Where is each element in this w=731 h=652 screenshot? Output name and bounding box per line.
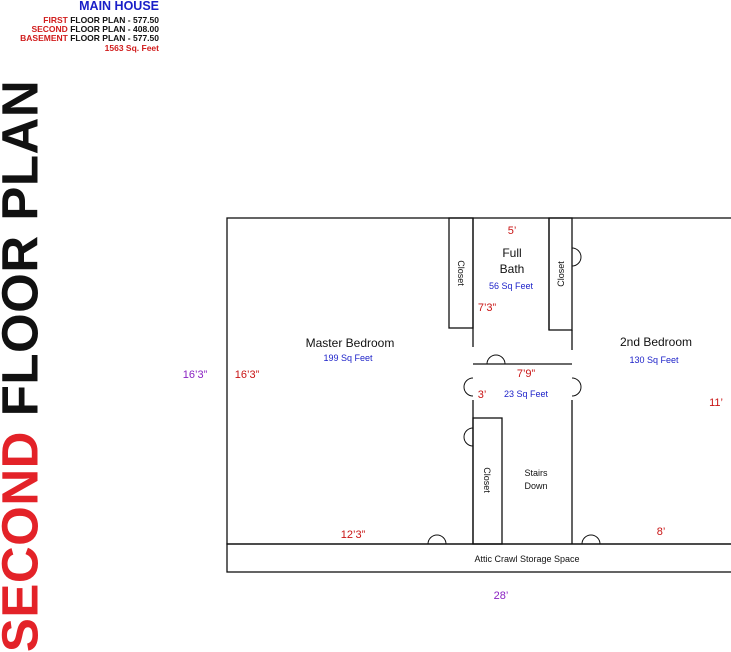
closet-stairs — [472, 417, 503, 545]
dim-bath-width: 5’ — [508, 225, 517, 237]
label-attic: Attic Crawl Storage Space — [474, 554, 579, 564]
door-closet-bath[interactable] — [571, 247, 582, 267]
dim-second-width: 8’ — [657, 526, 666, 538]
outer-wall — [226, 217, 731, 545]
dim-hall-width: 7’9” — [517, 368, 536, 380]
header-title: MAIN HOUSE — [79, 0, 159, 13]
dim-master-height: 16’3” — [235, 369, 260, 381]
dim-bath-depth: 7’3” — [478, 302, 497, 314]
area-full-bath: 56 Sq Feet — [489, 281, 534, 291]
label-full-bath-2: Bath — [500, 262, 525, 276]
label-second-bedroom: 2nd Bedroom — [620, 335, 692, 349]
label-stairs-1: Stairs — [524, 468, 548, 478]
door-attic-right[interactable] — [581, 534, 601, 545]
label-closet-master: Closet — [456, 260, 466, 286]
area-hallway: 23 Sq Feet — [504, 389, 549, 399]
door-hall-master[interactable] — [463, 377, 474, 397]
label-stairs-2: Down — [524, 481, 547, 491]
label-closet-stairs: Closet — [482, 467, 492, 493]
door-attic-left[interactable] — [427, 534, 447, 545]
door-closet-stairs[interactable] — [463, 427, 474, 447]
header-line-second: SECOND FLOOR PLAN - 408.00 — [31, 24, 159, 35]
dim-master-width: 12’3” — [341, 529, 366, 541]
label-full-bath-1: Full — [502, 246, 521, 260]
closet-bath — [548, 217, 573, 331]
area-master-bedroom: 199 Sq Feet — [323, 353, 373, 363]
dim-second-height: 11’ — [709, 397, 723, 409]
dim-overall-width: 28’ — [494, 590, 509, 600]
label-closet-bath: Closet — [556, 261, 566, 287]
area-second-bedroom: 130 Sq Feet — [629, 355, 679, 365]
door-hall-second[interactable] — [571, 377, 582, 397]
label-master-bedroom: Master Bedroom — [306, 336, 395, 350]
dim-overall-height: 16’3” — [183, 369, 208, 381]
header-line-basement: BASEMENT FLOOR PLAN - 577.50 — [20, 33, 159, 44]
header-line-first: FIRST FLOOR PLAN - 577.50 — [43, 14, 159, 25]
floor-plan: Master Bedroom 199 Sq Feet Full Bath 56 … — [183, 217, 731, 600]
dim-hall-depth: 3’ — [478, 389, 487, 401]
door-bath[interactable] — [486, 354, 506, 365]
header-total: 1563 Sq. Feet — [104, 42, 159, 53]
header-block: MAIN HOUSE FIRST FLOOR PLAN - 577.50 SEC… — [20, 0, 159, 53]
